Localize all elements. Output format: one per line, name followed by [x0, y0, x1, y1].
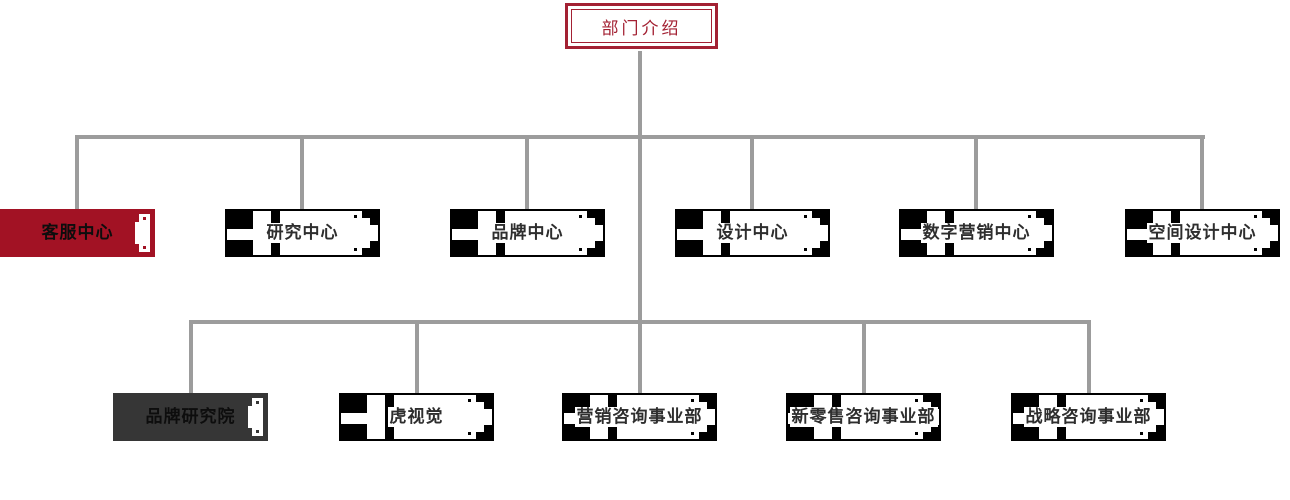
node-decor-blob-step: [248, 406, 253, 428]
node-decor-dot: [143, 217, 146, 220]
node-brand-center[interactable]: 品牌中心: [450, 209, 605, 257]
node-label: 品牌中心: [489, 223, 566, 243]
connector-trunk: [638, 51, 642, 393]
root-node-label: 部门介绍: [601, 18, 682, 39]
node-label: 营销咨询事业部: [574, 407, 705, 427]
connector-row1-rail: [75, 135, 1205, 139]
node-decor-blob-step: [135, 222, 140, 244]
connector-drop: [862, 320, 866, 393]
node-label: 设计中心: [714, 223, 791, 243]
connector-drop: [525, 135, 529, 209]
root-node-inner-frame: 部门介绍: [571, 9, 712, 43]
connector-drop: [75, 135, 79, 209]
node-brand-research-institute[interactable]: 品牌研究院: [113, 393, 268, 441]
node-label: 研究中心: [264, 223, 341, 243]
connector-row2-rail: [189, 320, 1091, 324]
node-decor-dot: [256, 430, 259, 433]
node-label: 数字营销中心: [920, 223, 1033, 243]
connector-drop: [1087, 320, 1091, 393]
connector-drop: [974, 135, 978, 209]
connector-drop: [415, 320, 419, 393]
node-decor-blob: [252, 398, 263, 436]
node-label: 战略咨询事业部: [1023, 407, 1154, 427]
node-label: 空间设计中心: [1146, 223, 1259, 243]
node-label: 新零售咨询事业部: [789, 407, 938, 427]
connector-drop: [189, 320, 193, 393]
node-digital-marketing-center[interactable]: 数字营销中心: [899, 209, 1054, 257]
node-customer-service-center[interactable]: 客服中心: [0, 209, 155, 257]
node-label: 品牌研究院: [145, 407, 236, 427]
node-design-center[interactable]: 设计中心: [675, 209, 830, 257]
node-label: 虎视觉: [387, 407, 446, 427]
node-label: 客服中心: [41, 223, 114, 243]
node-decor-blob: [139, 214, 150, 252]
node-hu-vision[interactable]: 虎视觉: [339, 393, 494, 441]
root-node[interactable]: 部门介绍: [565, 3, 718, 49]
node-marketing-consulting-division[interactable]: 营销咨询事业部: [562, 393, 717, 441]
connector-drop: [300, 135, 304, 209]
node-space-design-center[interactable]: 空间设计中心: [1125, 209, 1280, 257]
node-research-center[interactable]: 研究中心: [225, 209, 380, 257]
connector-drop: [1200, 135, 1204, 209]
connector-drop: [750, 135, 754, 209]
node-strategy-consulting-division[interactable]: 战略咨询事业部: [1011, 393, 1166, 441]
node-decor-dot: [143, 246, 146, 249]
node-new-retail-consulting-division[interactable]: 新零售咨询事业部: [786, 393, 941, 441]
node-decor-dot: [256, 401, 259, 404]
